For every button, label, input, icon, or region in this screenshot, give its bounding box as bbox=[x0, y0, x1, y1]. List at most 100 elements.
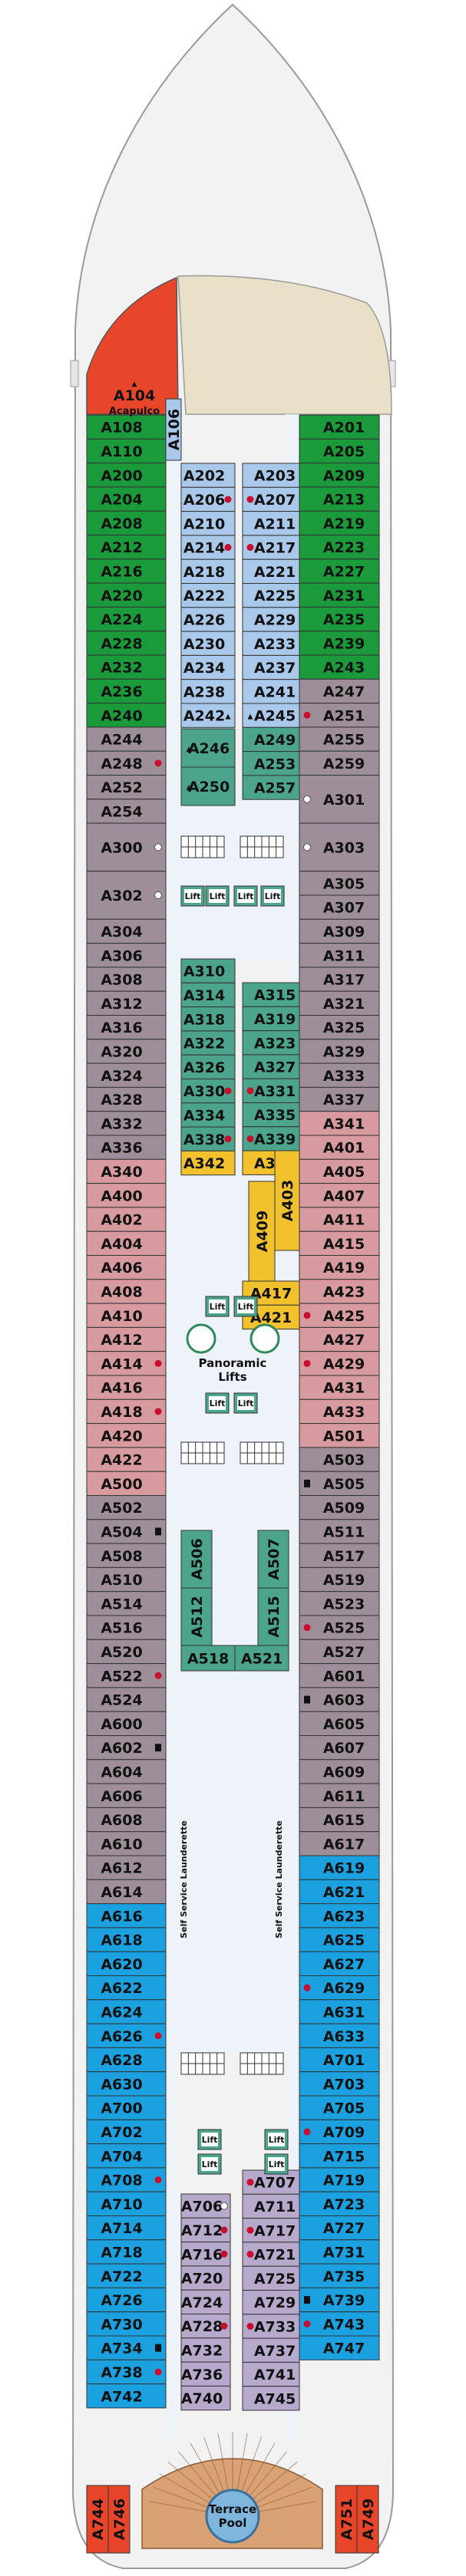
cabin-a330-label: A330 bbox=[183, 1083, 225, 1100]
cabin-a242-label: A242 bbox=[183, 708, 225, 725]
cabin-a510-label: A510 bbox=[101, 1572, 142, 1589]
cabin-a736-block bbox=[180, 2361, 231, 2387]
cabin-a241-block bbox=[242, 679, 300, 704]
cabin-a242-block bbox=[180, 703, 236, 728]
cabin-a238: A238 bbox=[180, 679, 236, 704]
accessible-cabin-icon bbox=[154, 2176, 162, 2184]
cabin-a617-block bbox=[299, 1831, 380, 1856]
cabin-a212-label: A212 bbox=[101, 539, 142, 556]
accessible-cabin-icon bbox=[303, 1312, 311, 1319]
cabin-a336-label: A336 bbox=[101, 1140, 142, 1157]
cabin-a204: A204 bbox=[86, 486, 167, 512]
cabin-a250-label: A250 bbox=[188, 779, 230, 796]
cabin-a209-label: A209 bbox=[323, 467, 365, 484]
cabin-a709-block bbox=[299, 2119, 380, 2145]
cabin-a238-label: A238 bbox=[183, 684, 225, 700]
cabin-a315-label: A315 bbox=[254, 987, 296, 1004]
accessible-cabin-icon bbox=[224, 1087, 232, 1095]
cabin-a747-label: A747 bbox=[323, 2340, 365, 2357]
cabin-a301-label: A301 bbox=[323, 792, 365, 809]
accessible-cabin-icon bbox=[224, 1135, 232, 1143]
cabin-a726: A726 bbox=[86, 2287, 167, 2313]
cabin-a711-label: A711 bbox=[254, 2199, 296, 2215]
cabin-a420-label: A420 bbox=[101, 1428, 142, 1444]
cabin-a310: A310 bbox=[180, 958, 236, 983]
cabin-a326: A326 bbox=[180, 1054, 236, 1079]
cabin-a331-label: A331 bbox=[254, 1083, 296, 1100]
cabin-a602-block bbox=[86, 1735, 167, 1761]
cabin-a229-block bbox=[242, 607, 300, 632]
cabin-a711-block bbox=[242, 2193, 300, 2219]
cabin-a409-block bbox=[248, 1181, 276, 1282]
cabin-a504-block bbox=[86, 1519, 167, 1544]
cabin-a334-label: A334 bbox=[183, 1107, 225, 1124]
cabin-a600-label: A600 bbox=[101, 1716, 142, 1733]
cabin-a309-label: A309 bbox=[323, 924, 365, 940]
cabin-a227: A227 bbox=[299, 558, 380, 584]
cabin-a259: A259 bbox=[299, 750, 380, 776]
pool-deck-rays bbox=[149, 2432, 316, 2512]
stairs-icon bbox=[180, 835, 225, 858]
cabin-a221-block bbox=[242, 558, 300, 585]
cabin-a709-label: A709 bbox=[323, 2124, 365, 2141]
cabin-a217-label: A217 bbox=[254, 540, 296, 557]
cabin-a630-label: A630 bbox=[101, 2076, 142, 2093]
cabin-a340: A340 bbox=[86, 1158, 167, 1184]
accessible-cabin-icon bbox=[154, 1359, 162, 1367]
cabin-a505-label: A505 bbox=[323, 1476, 365, 1493]
cabin-a212-block bbox=[86, 535, 167, 560]
cabin-a409-label: A409 bbox=[254, 1211, 271, 1252]
cabin-a620-block bbox=[86, 1951, 167, 1976]
cabin-a326-block bbox=[180, 1054, 236, 1079]
cabin-a702: A702 bbox=[86, 2119, 167, 2145]
panoramic-lift-right-icon bbox=[250, 1323, 280, 1354]
cabin-a722-block bbox=[86, 2263, 167, 2288]
cabin-a341-block bbox=[299, 1111, 380, 1136]
cabin-a610: A610 bbox=[86, 1831, 167, 1856]
cabin-a226-block bbox=[180, 607, 236, 632]
cabin-a253: A253 bbox=[242, 751, 300, 776]
cabin-a319-label: A319 bbox=[254, 1011, 296, 1028]
cabin-a615: A615 bbox=[299, 1807, 380, 1833]
cabin-a234-label: A234 bbox=[183, 660, 225, 677]
cabin-a257-block bbox=[242, 775, 300, 800]
cabin-a745: A745 bbox=[242, 2386, 300, 2411]
cabin-a600: A600 bbox=[86, 1711, 167, 1736]
cabin-a527-label: A527 bbox=[323, 1644, 365, 1661]
cabin-a724: A724 bbox=[180, 2289, 231, 2314]
cabin-a501: A501 bbox=[299, 1423, 380, 1448]
accessible-cabin-icon bbox=[303, 2128, 311, 2136]
cabin-a612: A612 bbox=[86, 1855, 167, 1880]
cabin-a525-label: A525 bbox=[323, 1620, 365, 1637]
cabin-a306: A306 bbox=[86, 943, 167, 968]
cabin-a406-label: A406 bbox=[101, 1260, 142, 1276]
cabin-a603: A603 bbox=[299, 1687, 380, 1712]
cabin-a247-label: A247 bbox=[323, 684, 365, 700]
cabin-a509-label: A509 bbox=[323, 1500, 365, 1517]
cabin-a206-label: A206 bbox=[183, 492, 225, 509]
cabin-a336: A336 bbox=[86, 1135, 167, 1160]
cabin-a327-label: A327 bbox=[254, 1059, 296, 1076]
cabin-a218-block bbox=[180, 558, 236, 585]
cabin-a233: A233 bbox=[242, 631, 300, 656]
cabin-a320-label: A320 bbox=[101, 1043, 142, 1060]
cabin-a318-block bbox=[180, 1006, 236, 1032]
cabin-a201-block bbox=[299, 414, 380, 440]
cabin-a407-label: A407 bbox=[323, 1188, 365, 1204]
cabin-a420-block bbox=[86, 1423, 167, 1448]
cabin-a337: A337 bbox=[299, 1086, 380, 1112]
panoramic-label-line2: Lifts bbox=[218, 1370, 246, 1384]
cabin-a508-label: A508 bbox=[101, 1548, 142, 1565]
cabin-a714-block bbox=[86, 2215, 167, 2241]
cabin-a734-block bbox=[86, 2335, 167, 2360]
cabin-a234-block bbox=[180, 654, 236, 680]
cabin-a403-block bbox=[274, 1150, 300, 1251]
cabin-a335-label: A335 bbox=[254, 1107, 296, 1124]
cabin-a510: A510 bbox=[86, 1566, 167, 1593]
cabin-a239-label: A239 bbox=[323, 635, 365, 652]
cabin-a108-label: A108 bbox=[101, 420, 142, 436]
cabin-a716-label: A716 bbox=[181, 2246, 223, 2263]
cabin-a307-label: A307 bbox=[323, 900, 365, 917]
cabin-a211-label: A211 bbox=[254, 516, 296, 532]
cabin-a525-block bbox=[299, 1615, 380, 1640]
